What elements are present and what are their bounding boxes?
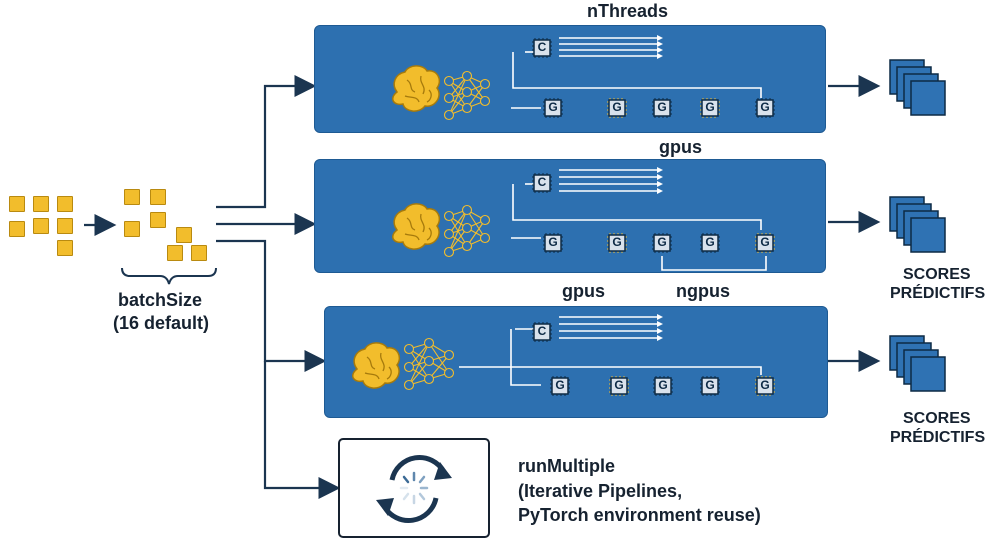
gpu-chip-label: G xyxy=(658,378,668,392)
cpu-chip-label: C xyxy=(537,175,547,189)
neural-network-icon xyxy=(443,204,491,258)
gpu-chip-label: G xyxy=(612,100,622,114)
gpus-label: gpus xyxy=(562,281,605,301)
gpu-chip-label: G xyxy=(760,235,770,249)
gpus-label-top: gpus xyxy=(659,137,702,157)
pipeline-panel-1-graphics xyxy=(392,35,762,121)
output-label-middle-line1: SCORES xyxy=(903,266,971,283)
ngpus-label: ngpus xyxy=(676,281,730,301)
gpu-chip-icon: G xyxy=(549,375,571,397)
output-label-bottom-line2: PRÉDICTIFS xyxy=(890,429,986,446)
run-multiple-line3: PyTorch environment reuse) xyxy=(518,505,761,525)
gpu-chip-icon: G xyxy=(699,375,721,397)
gpu-chip-icon: G xyxy=(754,97,776,119)
cpu-chip-icon: C xyxy=(531,172,553,194)
gpu-chip-label: G xyxy=(760,100,770,114)
run-multiple-line2: (Iterative Pipelines, xyxy=(518,481,683,501)
gpu-chip-icon: G xyxy=(754,232,776,254)
batch-size-default-label: (16 default) xyxy=(113,313,210,333)
gpu-chip-icon: G xyxy=(542,97,564,119)
gpu-chip-label: G xyxy=(760,378,770,392)
brain-icon xyxy=(392,203,441,250)
gpu-chip-icon: G xyxy=(606,97,628,119)
gpu-chip-label: G xyxy=(705,100,715,114)
gpu-chip-label: G xyxy=(612,235,622,249)
gpu-chip-icon: G xyxy=(606,232,628,254)
gpu-chip-icon: G xyxy=(608,375,630,397)
stacked-output-icon xyxy=(889,59,946,116)
gpu-chip-icon: G xyxy=(651,97,673,119)
gpu-chip-label: G xyxy=(548,235,558,249)
gpu-chip-icon: G xyxy=(699,97,721,119)
cpu-chip-label: C xyxy=(537,40,547,54)
cpu-chip-icon: C xyxy=(531,37,553,59)
cpu-chip-icon: C xyxy=(531,321,553,343)
nthreads-label: nThreads xyxy=(587,1,669,21)
brain-icon xyxy=(352,342,401,389)
pipeline-panel-2 xyxy=(314,159,826,273)
pipeline-panel-1 xyxy=(314,25,826,133)
run-multiple-box xyxy=(338,438,490,538)
gpu-chip-label: G xyxy=(614,378,624,392)
cpu-chip-label: C xyxy=(537,324,547,338)
gpu-chip-icon: G xyxy=(542,232,564,254)
gpu-chip-icon: G xyxy=(699,232,721,254)
gpu-chip-label: G xyxy=(705,235,715,249)
gpu-chip-icon: G xyxy=(754,375,776,397)
gpu-chip-label: G xyxy=(548,100,558,114)
pipeline-panel-3-graphics xyxy=(352,314,762,391)
gpu-chip-label: G xyxy=(555,378,565,392)
output-label-bottom-line1: SCORES xyxy=(903,410,971,427)
ngpus-bracket xyxy=(661,256,767,271)
run-multiple-title: runMultiple xyxy=(518,456,615,476)
pipeline-panel-3 xyxy=(324,306,828,418)
stacked-output-icon xyxy=(889,335,946,392)
neural-network-icon xyxy=(443,70,491,121)
gpu-chip-label: G xyxy=(705,378,715,392)
gpu-chip-icon: G xyxy=(652,375,674,397)
gpu-chip-label: G xyxy=(657,235,667,249)
refresh-cycle-icon xyxy=(376,454,452,524)
pipeline-panel-2-graphics xyxy=(392,167,762,258)
output-label-middle-line2: PRÉDICTIFS xyxy=(890,285,986,302)
neural-network-icon xyxy=(403,337,455,391)
stacked-output-icon xyxy=(889,196,946,253)
brain-icon xyxy=(392,65,441,112)
gpu-chip-label: G xyxy=(657,100,667,114)
batch-size-label: batchSize xyxy=(118,290,203,310)
gpu-chip-icon: G xyxy=(651,232,673,254)
loading-spinner-icon xyxy=(399,471,429,505)
